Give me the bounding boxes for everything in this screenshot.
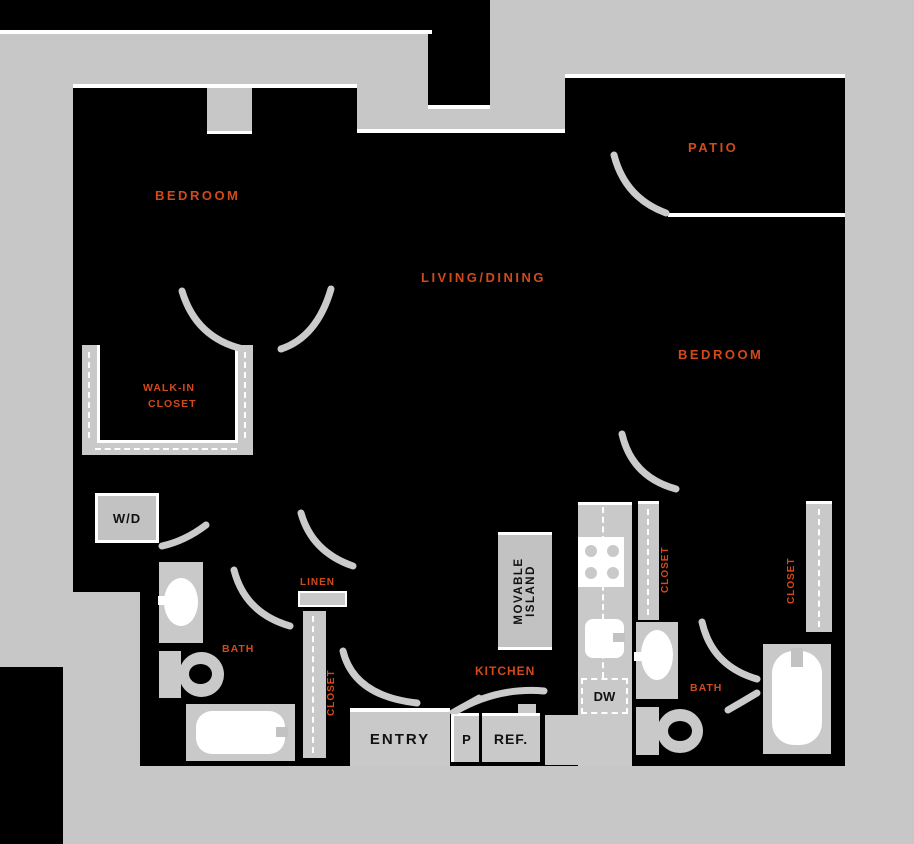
closet-rod-dashed-line: [818, 509, 820, 627]
wall-top-notch: [428, 0, 490, 105]
patio-label: PATIO: [688, 140, 739, 155]
closet-rod-dashed-line: [244, 352, 246, 438]
toilet-left-tank: [159, 651, 181, 698]
bedroom-right-label: BEDROOM: [678, 347, 764, 362]
washer-dryer-label: W/D: [112, 510, 142, 526]
window-notch: [207, 88, 252, 133]
entry-label: ENTRY: [369, 730, 431, 748]
closet-rod-dashed-line: [88, 352, 90, 438]
wall-line: [73, 84, 357, 88]
closet-rod-dashed-line: [312, 616, 314, 753]
kitchen-counter-return: [545, 715, 578, 765]
movable-island-label: MOVABLE ISLAND: [513, 557, 537, 625]
burner: [607, 545, 619, 557]
wall-line: [235, 345, 238, 443]
wall-line: [0, 30, 432, 34]
bath-right-label: BATH: [690, 682, 723, 694]
bathtub-left-faucet: [276, 727, 288, 737]
closet-mid-label: CLOSET: [660, 546, 671, 593]
wall-line: [578, 502, 632, 505]
wall-line: [97, 345, 100, 443]
linen-shelf: [298, 591, 347, 607]
wall-line: [428, 105, 490, 109]
stove: [578, 537, 624, 587]
refrigerator-label: REF.: [493, 731, 529, 747]
pantry-label: P: [462, 731, 471, 747]
patio-wall-line: [668, 213, 845, 217]
toilet-right-tank: [636, 707, 659, 755]
bathtub-right-faucet: [791, 648, 803, 667]
pantry-box: P: [451, 713, 479, 762]
refrigerator-box: REF.: [482, 713, 540, 762]
faucet-left: [158, 596, 172, 605]
burner: [585, 567, 597, 579]
wall-line: [357, 129, 565, 133]
dishwasher-box: DW: [581, 678, 628, 714]
kitchen-faucet: [613, 633, 625, 642]
wall-line: [565, 74, 845, 78]
closet-hall-strip: [303, 611, 326, 758]
burner: [607, 567, 619, 579]
closet-far-label: CLOSET: [786, 557, 797, 604]
wall-bottom-left-column: [0, 667, 63, 844]
toilet-right-hole: [668, 721, 692, 741]
refrigerator-handle: [518, 704, 536, 713]
faucet-right: [634, 652, 648, 661]
kitchen-label: KITCHEN: [475, 664, 536, 678]
window-sill-line: [207, 131, 252, 134]
dishwasher-label: DW: [593, 688, 616, 704]
walk-in-closet-label-line1: WALK-IN: [143, 382, 195, 394]
burner: [585, 545, 597, 557]
wall-line: [350, 708, 450, 712]
bedroom-left-label: BEDROOM: [155, 188, 241, 203]
counter-center-dashed-line: [602, 507, 604, 678]
washer-dryer-box: W/D: [95, 493, 159, 543]
movable-island: [498, 532, 552, 650]
bath-left-label: BATH: [222, 643, 255, 655]
linen-label: LINEN: [300, 577, 335, 588]
walk-in-closet-label-line2: CLOSET: [148, 398, 197, 410]
wall-line: [638, 501, 659, 504]
wall-line: [97, 440, 238, 443]
closet-hall-label: CLOSET: [326, 669, 337, 716]
wall-top-strip: [0, 0, 432, 30]
wall-line: [806, 501, 832, 504]
toilet-left-hole: [189, 664, 212, 684]
closet-rod-dashed-line: [95, 448, 237, 450]
living-dining-label: LIVING/DINING: [421, 270, 546, 285]
bathtub-left-basin: [196, 711, 285, 754]
closet-rod-dashed-line: [647, 509, 649, 615]
entry-recess: ENTRY: [350, 712, 450, 766]
